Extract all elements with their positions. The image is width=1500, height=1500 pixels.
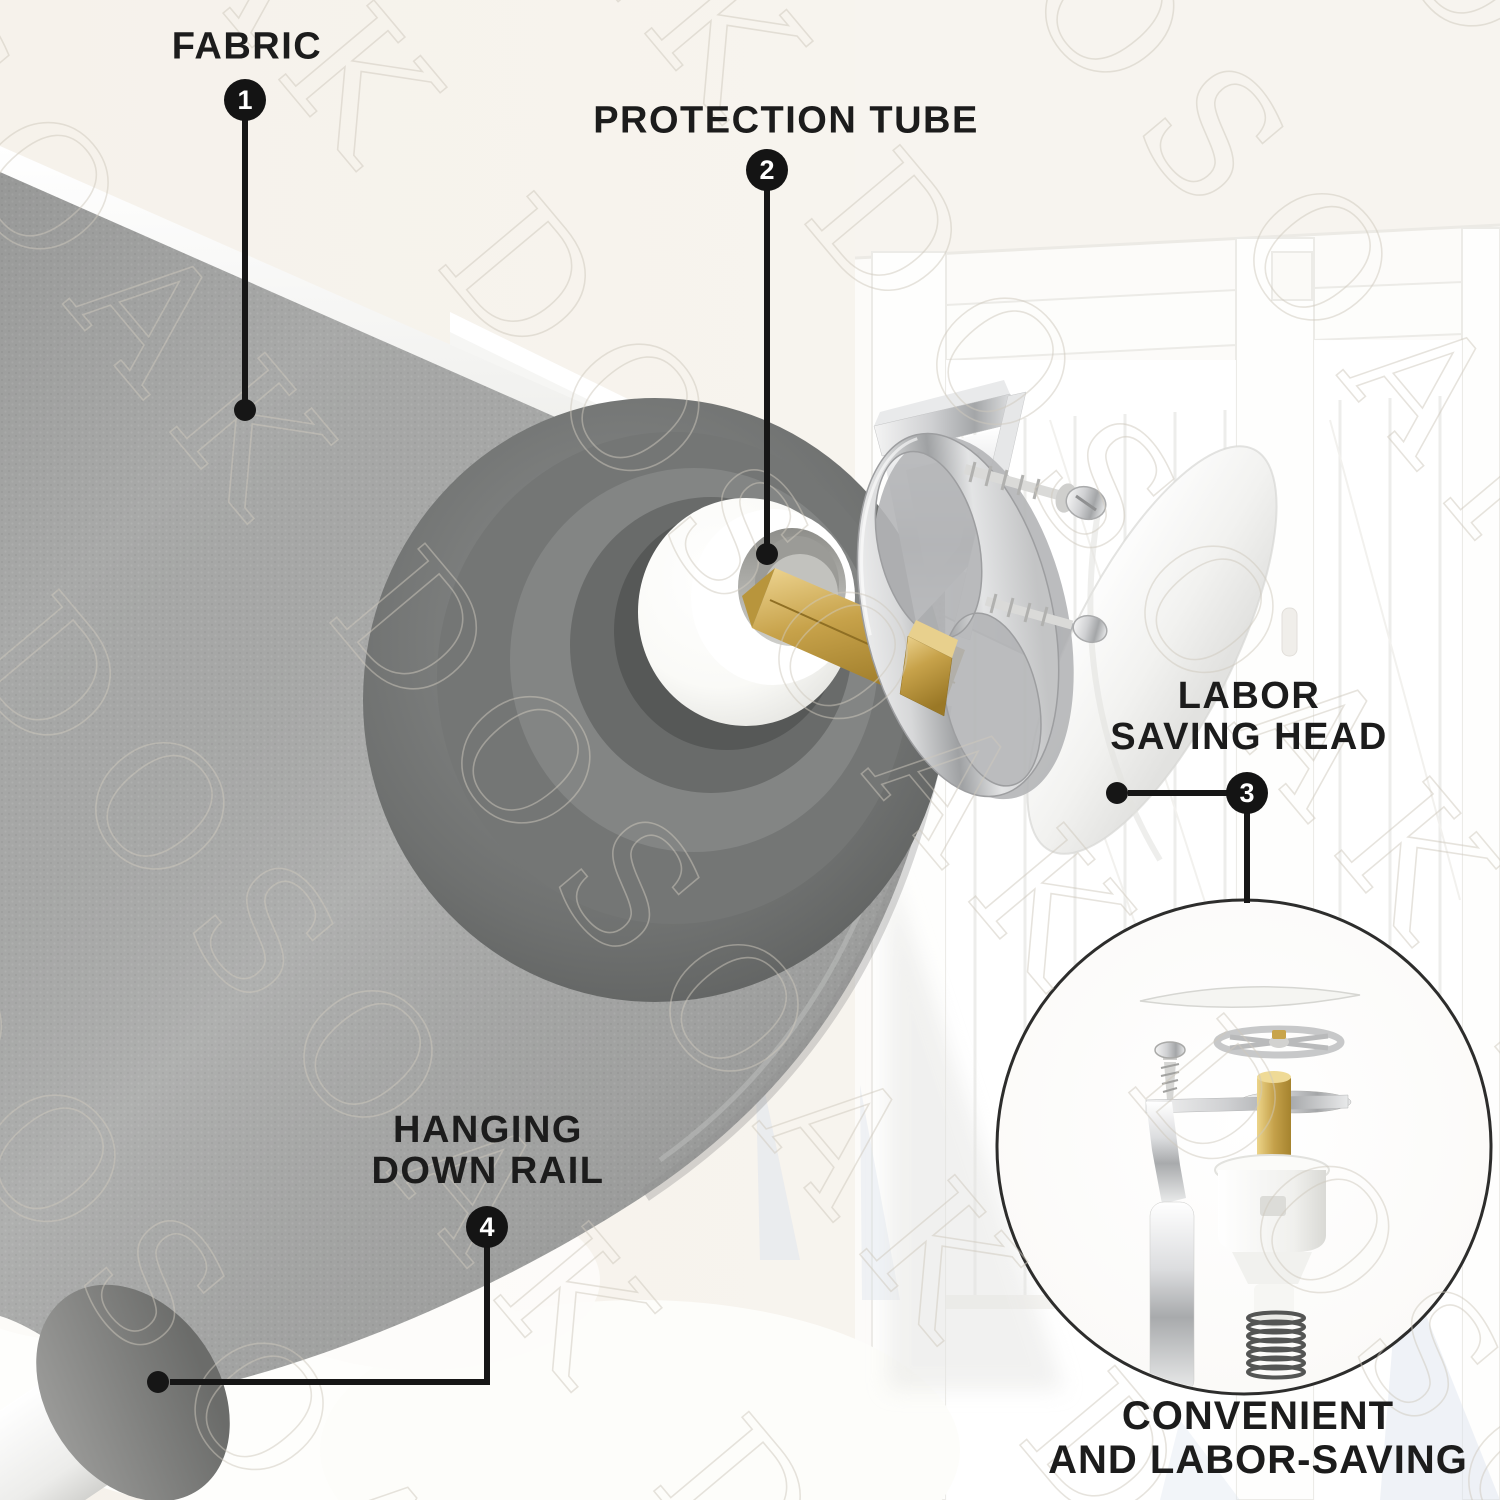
labor-saving-head (1026, 445, 1278, 862)
inset-exploded-view (995, 898, 1493, 1396)
hanging-down-rail-label: HANGING DOWN RAIL (371, 1110, 604, 1192)
hanging-down-rail-label-line2: DOWN RAIL (371, 1150, 605, 1192)
labor-saving-head-label-line1: LABOR (1177, 675, 1321, 717)
mounting-screw-top (963, 461, 1107, 521)
inset-bracket-leg (1146, 1102, 1186, 1204)
labor-saving-head-label: LABOR SAVING HEAD (1110, 676, 1388, 758)
inset-head-cover (1139, 986, 1361, 1008)
hanging-down-rail (0, 1284, 230, 1500)
inset-screw (1154, 1041, 1186, 1100)
mounting-screw-bottom (984, 593, 1108, 644)
ceiling-mount (1271, 251, 1313, 301)
leader-line-fabric (234, 118, 256, 421)
brass-nut (899, 635, 953, 717)
hanging-down-rail-number-badge: 4 (466, 1206, 508, 1248)
inset-spinner-ring (1213, 1025, 1345, 1059)
wall-shadow (888, 865, 1064, 1390)
round-bracket-plate (856, 432, 1074, 800)
hanging-down-rail-label-line1: HANGING (393, 1109, 583, 1151)
fabric-number-badge: 1 (224, 79, 266, 121)
ceiling (855, 0, 1500, 258)
labor-saving-head-label-line2: SAVING HEAD (1110, 716, 1388, 758)
leader-lines (147, 118, 1250, 1393)
inset-brass-shaft (1257, 1071, 1291, 1162)
inset-rail-post (1149, 1201, 1195, 1392)
leader-line-labor-saving-head (1106, 782, 1250, 903)
protection-tube-number-badge: 2 (746, 149, 788, 191)
window-handle (1281, 607, 1298, 657)
labor-saving-head-number-badge: 3 (1226, 772, 1268, 814)
fabric-label: FABRIC (171, 25, 323, 68)
leader-line-protection-tube (756, 188, 778, 565)
leader-line-hanging-down-rail (147, 1245, 490, 1393)
caption-line2: AND LABOR-SAVING (1048, 1438, 1468, 1482)
protection-tube-label: PROTECTION TUBE (593, 99, 979, 142)
caption-line1: CONVENIENT (1121, 1394, 1395, 1438)
bottom-caption: CONVENIENT AND LABOR-SAVING (1048, 1394, 1468, 1482)
inset-spring (1246, 1310, 1306, 1380)
